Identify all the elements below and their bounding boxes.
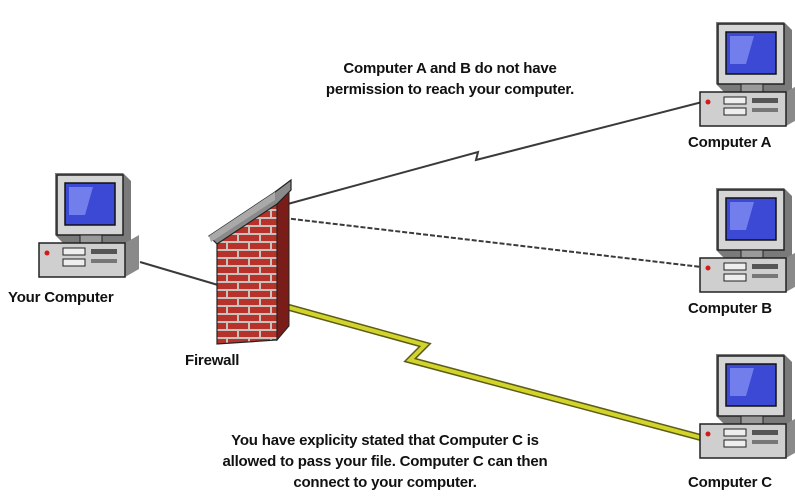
link-computer-a — [283, 99, 711, 206]
computer-b-icon — [699, 188, 795, 293]
firewall-label: Firewall — [185, 352, 240, 369]
bottom-note-line-2: allowed to pass your file. Computer C ca… — [222, 453, 548, 470]
top-note-line-1: Computer A and B do not have — [343, 60, 557, 77]
computer-a-icon — [699, 22, 795, 127]
bottom-note: You have explicity stated that Computer … — [155, 430, 615, 493]
computer-c-label: Computer C — [688, 474, 772, 491]
bottom-note-line-1: You have explicity stated that Computer … — [231, 432, 539, 449]
link-your-computer-firewall — [139, 261, 219, 286]
your-computer-icon — [38, 173, 139, 278]
computer-a-label: Computer A — [688, 134, 772, 151]
link-computer-b — [283, 217, 711, 269]
link-computer-c-allowed — [261, 296, 711, 444]
bottom-note-line-3: connect to your computer. — [293, 474, 477, 491]
your-computer-label: Your Computer — [8, 289, 114, 306]
computer-b-label: Computer B — [688, 300, 772, 317]
computer-c-icon — [699, 354, 795, 459]
top-note: Computer A and B do not have permission … — [280, 58, 620, 100]
firewall-icon — [208, 178, 292, 345]
top-note-line-2: permission to reach your computer. — [325, 81, 575, 98]
